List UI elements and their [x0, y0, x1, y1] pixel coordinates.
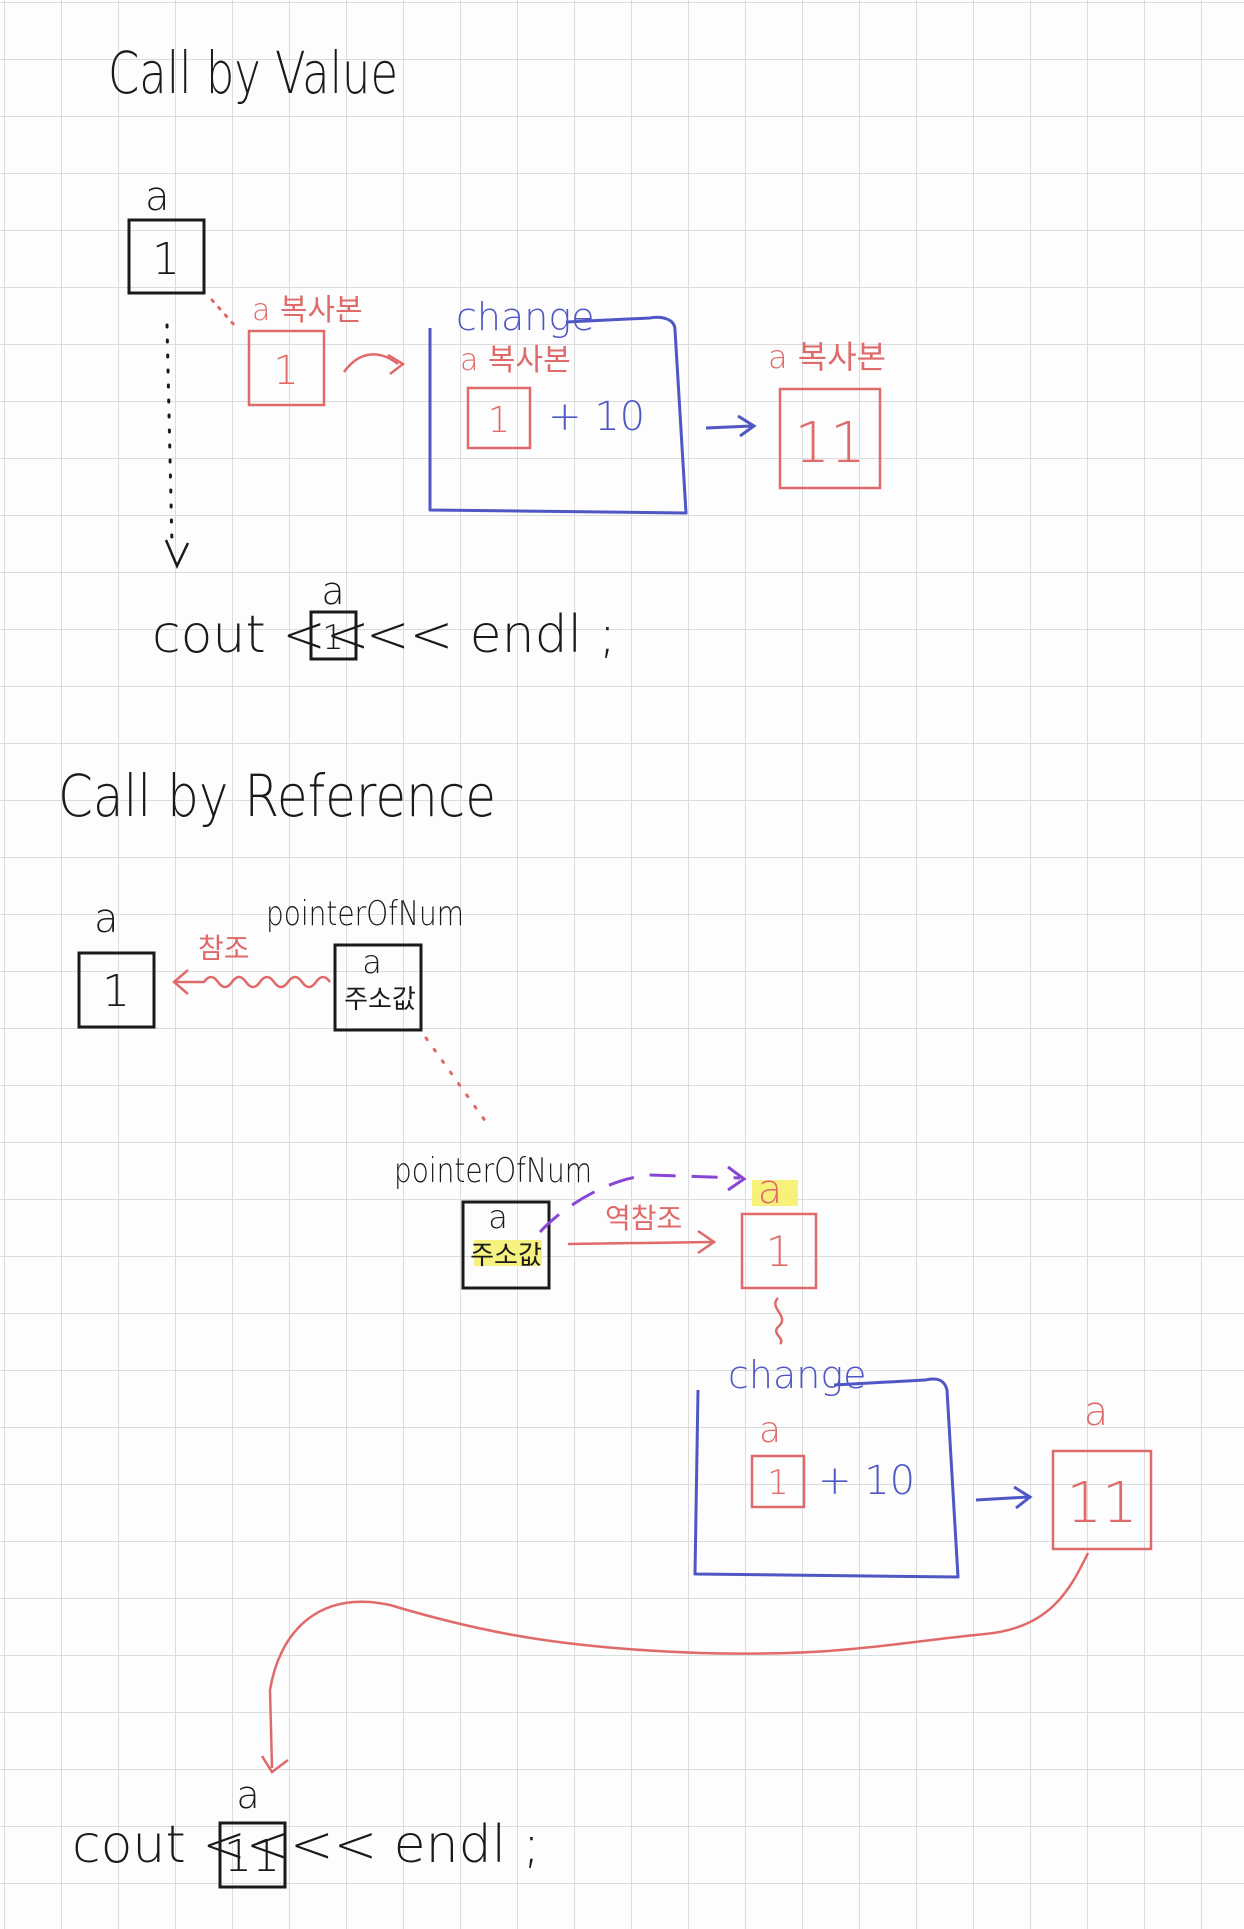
- value-inner-label: a 복사본: [460, 343, 571, 378]
- reference-cout-prefix: cout <<: [72, 1815, 289, 1875]
- value-down-arrowhead: [164, 539, 190, 570]
- reference-change-box: [693, 1377, 960, 1579]
- value-result-label: a 복사본: [768, 338, 886, 376]
- value-cout-suffix: << endl ;: [366, 605, 616, 665]
- reference-inner-value: 1: [767, 1463, 789, 1503]
- reference-return-arrowhead: [260, 1755, 289, 1774]
- value-result-arrowhead: [737, 414, 757, 438]
- value-result-arrow: [705, 424, 753, 430]
- value-change-label: change: [456, 295, 595, 339]
- reference-deref-arrowhead: [697, 1229, 717, 1255]
- reference-result-arrowhead: [1013, 1485, 1033, 1510]
- reference-result-value: 11: [1066, 1471, 1137, 1536]
- reference-deref-label: 역참조: [605, 1202, 682, 1235]
- value-cout-prefix: cout <<: [152, 605, 369, 665]
- reference-pointer-box: [333, 943, 423, 1032]
- reference-plus-ten: + 10: [818, 1458, 915, 1504]
- value-cout-var-label: a: [321, 569, 344, 613]
- reference-wavy-arrow: [176, 975, 332, 989]
- value-copy-value: 1: [273, 348, 298, 394]
- reference-section-title: Call by Reference: [58, 762, 496, 830]
- reference-pointer2-value: 주소값: [470, 1241, 542, 1271]
- value-var-value: 1: [152, 234, 180, 285]
- reference-result-arrow: [975, 1495, 1029, 1502]
- value-cout-box: [309, 610, 358, 661]
- reference-wavy-arrowhead: [172, 969, 189, 995]
- value-squiggle-arrowhead: [387, 353, 406, 375]
- reference-inner-box: [750, 1454, 806, 1509]
- value-cout-value: 1: [322, 618, 344, 658]
- reference-result-box: [1051, 1449, 1153, 1551]
- reference-target-value: 1: [766, 1227, 793, 1276]
- reference-cout-suffix: << endl ;: [290, 1815, 540, 1875]
- reference-pointer-value: 주소값: [344, 985, 416, 1015]
- value-var-box: [127, 218, 206, 295]
- value-dotted-down-line: [165, 323, 174, 547]
- reference-pointer-dotted-line: [424, 1036, 488, 1124]
- reference-target-box: [740, 1212, 818, 1290]
- reference-cout-var-label: a: [236, 1773, 259, 1817]
- reference-address-highlight: [474, 1240, 542, 1266]
- value-var-label: a: [145, 174, 170, 220]
- reference-deref-arrow: [567, 1240, 713, 1246]
- call-by-reference-section: Call by Reference a 1 참조 pointerOfNum a …: [58, 762, 1153, 1889]
- reference-purple-dashed-arrow: [538, 1173, 741, 1234]
- reference-var-label: a: [94, 896, 119, 942]
- reference-var-box: [77, 951, 156, 1029]
- reference-cout-value: 11: [224, 1831, 280, 1882]
- reference-pointer2-box: [461, 1200, 551, 1290]
- call-by-value-section: Call by Value a 1 a 복사본 1 change a 복사본 1…: [108, 39, 886, 665]
- reference-change-label: change: [728, 1353, 867, 1397]
- value-result-value: 11: [794, 411, 865, 476]
- value-copy-box: [247, 329, 326, 407]
- reference-pointer-label: pointerOfNum: [266, 894, 464, 934]
- reference-var-value: 1: [102, 966, 130, 1017]
- reference-return-curve: [268, 1552, 1090, 1769]
- reference-result-label: a: [1084, 1389, 1109, 1435]
- value-result-box: [778, 387, 882, 490]
- reference-inner-label: a: [759, 1410, 781, 1451]
- reference-ref-label: 참조: [198, 932, 250, 965]
- reference-target-highlight: [752, 1180, 798, 1206]
- value-section-title: Call by Value: [108, 39, 398, 107]
- value-plus-ten: + 10: [548, 394, 645, 440]
- value-squiggle-arrow: [342, 353, 399, 373]
- reference-cout-box: [218, 1821, 287, 1889]
- value-copy-label: a 복사본: [252, 293, 363, 328]
- value-inner-value: 1: [488, 400, 511, 441]
- reference-target-label: a: [758, 1167, 783, 1213]
- value-inner-box: [466, 386, 532, 450]
- value-change-box: [428, 315, 688, 515]
- value-copy-dotted-line: [210, 298, 238, 329]
- reference-pointer2-var: a: [488, 1198, 508, 1236]
- reference-pointer2-label: pointerOfNum: [394, 1151, 592, 1191]
- reference-pointer-var: a: [362, 943, 382, 981]
- reference-squiggle-connector: [774, 1297, 784, 1345]
- reference-purple-arrowhead: [727, 1165, 747, 1192]
